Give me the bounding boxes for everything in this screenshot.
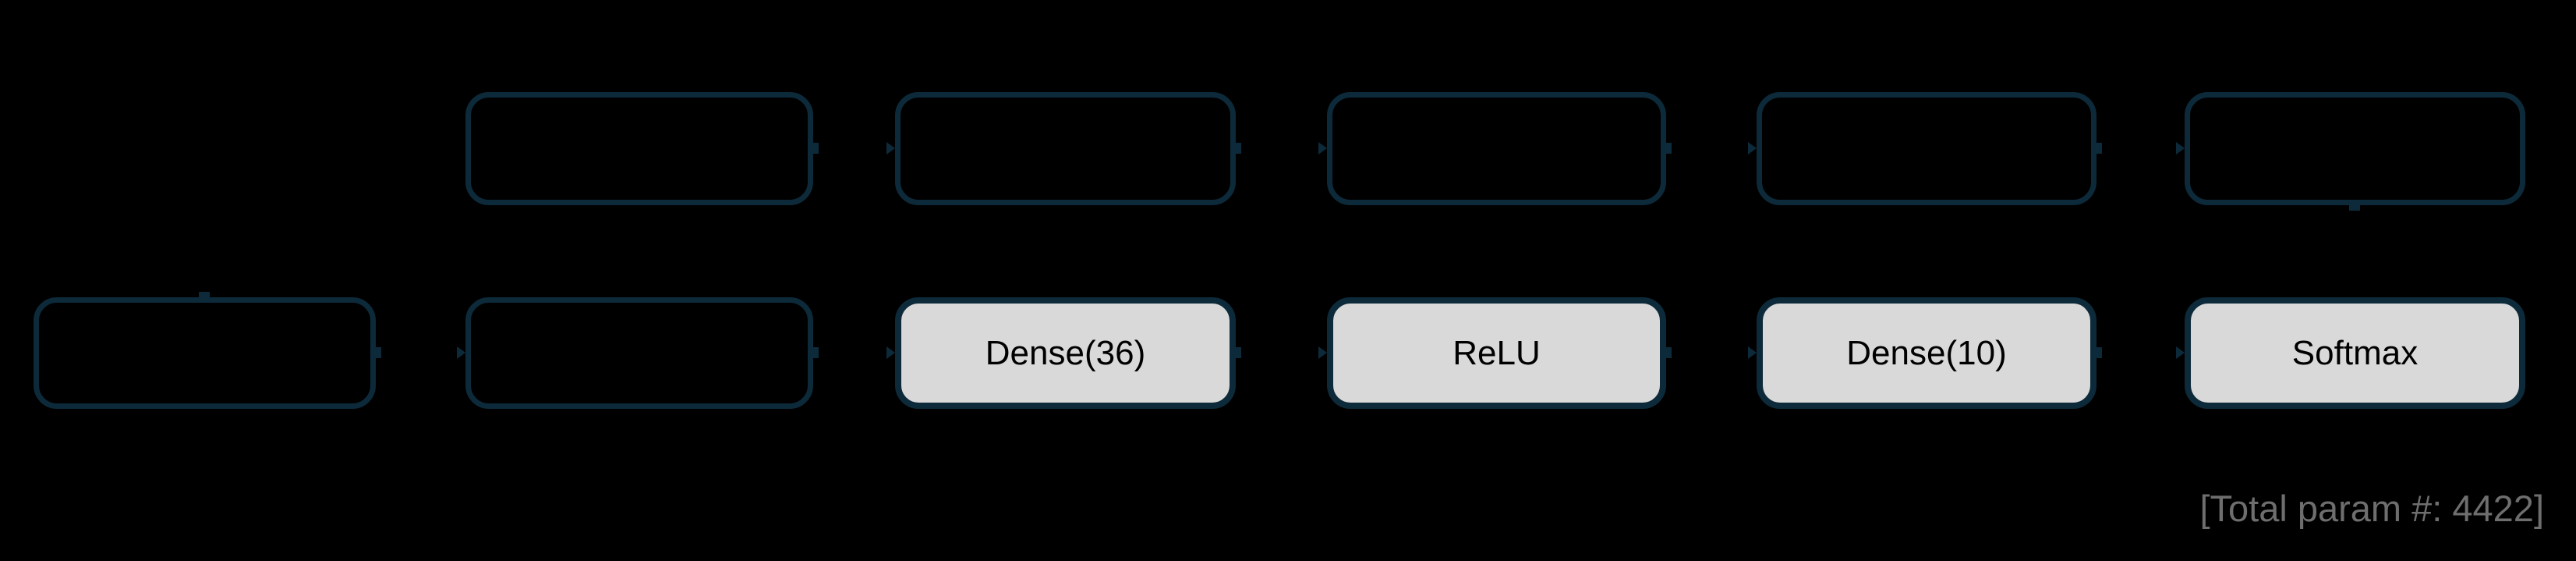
top-box-col4	[1327, 92, 1666, 205]
bottom-box-col2	[465, 297, 813, 409]
bottom-box-col1	[34, 297, 376, 409]
arrow-tail-icon	[1233, 143, 1241, 154]
arrow-tail-icon	[373, 347, 381, 358]
dense-10-box: Dense(10)	[1757, 297, 2097, 409]
arrowhead-icon	[2176, 142, 2185, 154]
arrow-tail-icon	[2094, 347, 2102, 358]
arrowhead-icon	[886, 142, 895, 154]
top-box-col2	[465, 92, 813, 205]
arrowhead-icon	[1748, 346, 1757, 359]
vertical-arrow-nub-icon	[199, 292, 210, 301]
top-box-col3	[895, 92, 1236, 205]
arrowhead-icon	[1748, 142, 1757, 154]
arrowhead-icon	[457, 346, 465, 359]
relu-label: ReLU	[1453, 333, 1541, 372]
arrow-tail-icon	[811, 347, 819, 358]
dense-36-label: Dense(36)	[985, 333, 1146, 372]
vertical-arrow-nub-icon	[2349, 201, 2360, 211]
top-box-col5	[1757, 92, 2097, 205]
arrowhead-icon	[1318, 346, 1327, 359]
arrowhead-icon	[2176, 346, 2185, 359]
total-param-count: [Total param #: 4422]	[2199, 488, 2544, 529]
arrow-tail-icon	[1664, 347, 1672, 358]
arrow-tail-icon	[2094, 143, 2102, 154]
arrow-tail-icon	[1233, 347, 1241, 358]
dense-36-box: Dense(36)	[895, 297, 1236, 409]
arrowhead-icon	[886, 346, 895, 359]
arrowhead-icon	[1318, 142, 1327, 154]
softmax-box: Softmax	[2185, 297, 2525, 409]
arrow-tail-icon	[1664, 143, 1672, 154]
top-box-col6	[2185, 92, 2525, 205]
relu-box: ReLU	[1327, 297, 1666, 409]
dense-10-label: Dense(10)	[1846, 333, 2007, 372]
arrow-tail-icon	[811, 143, 819, 154]
softmax-label: Softmax	[2291, 333, 2419, 372]
